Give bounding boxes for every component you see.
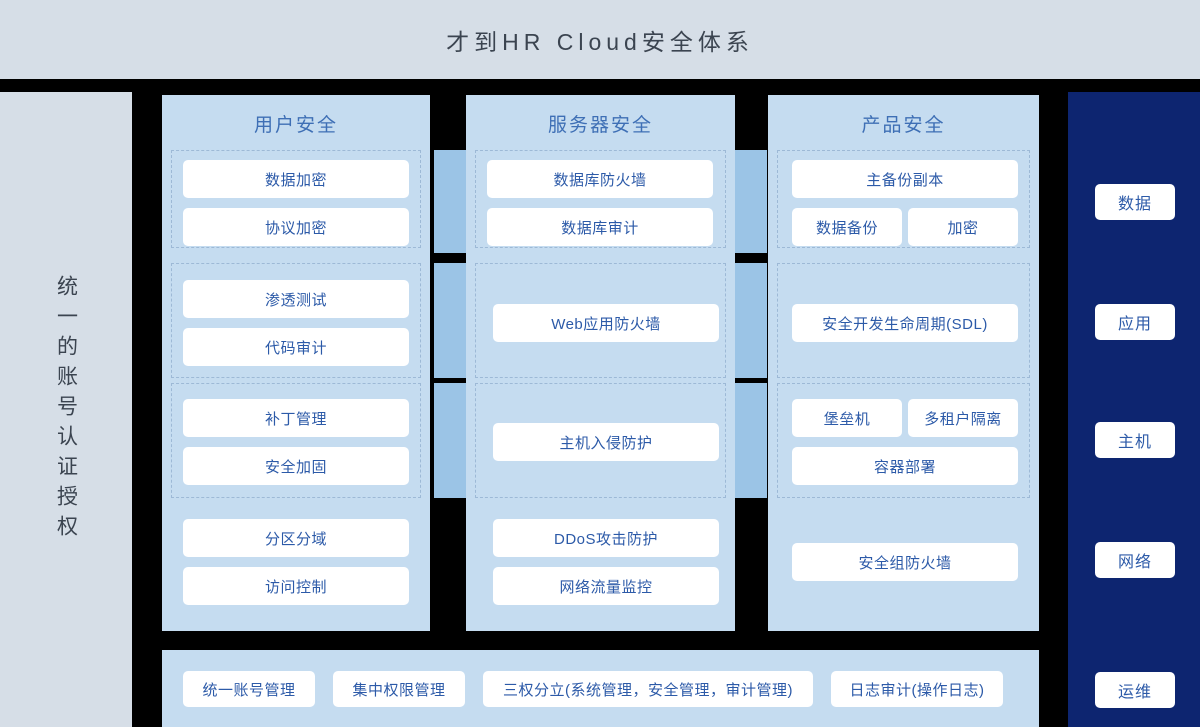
column-title-server-security: 服务器安全 — [547, 114, 653, 136]
capability-cell[interactable]: 分区分域 — [183, 519, 409, 557]
row-group-3 — [475, 383, 726, 498]
row-group-3 — [777, 383, 1030, 498]
left-rail: 统一的账号认证授权 — [0, 92, 132, 727]
page-title: 才到HR Cloud安全体系 — [446, 28, 754, 55]
layer-chip[interactable]: 运维 — [1095, 672, 1175, 708]
column-product-security: 产品安全 主备份副本数据备份加密安全开发生命周期(SDL) 堡垒机多租户隔离容器部… — [768, 95, 1039, 631]
right-rail: 数据应用主机网络运维 — [1068, 92, 1200, 727]
layer-chip[interactable]: 应用 — [1095, 304, 1175, 340]
row-group-1 — [475, 150, 726, 248]
capability-cell[interactable]: 主备份副本 — [792, 160, 1018, 198]
capability-cell[interactable]: 访问控制 — [183, 567, 409, 605]
bottom-capability-cell[interactable]: 集中权限管理 — [333, 671, 465, 707]
capability-cell[interactable]: 网络流量监控 — [493, 567, 719, 605]
connector-band-left-row2 — [434, 263, 466, 378]
bottom-capability-cell[interactable]: 统一账号管理 — [183, 671, 315, 707]
capability-cell[interactable]: 渗透测试 — [183, 280, 409, 318]
connector-band-right-row2 — [735, 263, 767, 378]
left-rail-label: 统一的账号认证授权 — [0, 92, 132, 727]
capability-cell[interactable]: 代码审计 — [183, 328, 409, 366]
column-server-security: 服务器安全 数据库防火墙数据库审计 Web应用防火墙主机入侵防护 DDoS攻击防护网… — [466, 95, 735, 631]
capability-cell[interactable]: 安全开发生命周期(SDL) — [792, 304, 1018, 342]
layer-chip[interactable]: 主机 — [1095, 422, 1175, 458]
row-group-3 — [171, 383, 421, 498]
row-group-2 — [171, 263, 421, 378]
connector-band-left-row1 — [434, 150, 466, 253]
capability-cell[interactable]: 主机入侵防护 — [493, 423, 719, 461]
row-group-1 — [171, 150, 421, 248]
column-title-product-security: 产品安全 — [861, 114, 946, 136]
capability-cell[interactable]: 协议加密 — [183, 208, 409, 246]
capability-cell[interactable]: 堡垒机 — [792, 399, 902, 437]
column-user-security: 用户安全 数据加密协议加密渗透测试代码审计补丁管理安全加固分区分域访问控制 — [162, 95, 430, 631]
row-group-2 — [777, 263, 1030, 378]
capability-cell[interactable]: 数据库审计 — [487, 208, 713, 246]
capability-cell[interactable]: 数据备份 — [792, 208, 902, 246]
column-title-user-security: 用户安全 — [253, 114, 338, 136]
bottom-capability-cell[interactable]: 三权分立(系统管理，安全管理，审计管理) — [483, 671, 813, 707]
layer-chip[interactable]: 网络 — [1095, 542, 1175, 578]
capability-cell[interactable]: 加密 — [908, 208, 1018, 246]
capability-cell[interactable]: 安全加固 — [183, 447, 409, 485]
capability-cell[interactable]: 安全组防火墙 — [792, 543, 1018, 581]
row-group-1 — [777, 150, 1030, 248]
capability-cell[interactable]: 容器部署 — [792, 447, 1018, 485]
connector-band-left-row3 — [434, 383, 466, 498]
layer-chip[interactable]: 数据 — [1095, 184, 1175, 220]
capability-cell[interactable]: 数据加密 — [183, 160, 409, 198]
connector-band-right-row3 — [735, 383, 767, 498]
left-rail-text: 统一的账号认证授权 — [54, 274, 78, 545]
bottom-panel: 统一账号管理集中权限管理三权分立(系统管理，安全管理，审计管理) 日志审计(操作日… — [162, 650, 1039, 727]
capability-cell[interactable]: 多租户隔离 — [908, 399, 1018, 437]
capability-cell[interactable]: 数据库防火墙 — [487, 160, 713, 198]
capability-cell[interactable]: Web应用防火墙 — [493, 304, 719, 342]
capability-cell[interactable]: DDoS攻击防护 — [493, 519, 719, 557]
header-band: 才到HR Cloud安全体系 — [0, 0, 1200, 79]
capability-cell[interactable]: 补丁管理 — [183, 399, 409, 437]
row-group-2 — [475, 263, 726, 378]
bottom-capability-cell[interactable]: 日志审计(操作日志) — [831, 671, 1003, 707]
connector-band-right-row1 — [735, 150, 767, 253]
